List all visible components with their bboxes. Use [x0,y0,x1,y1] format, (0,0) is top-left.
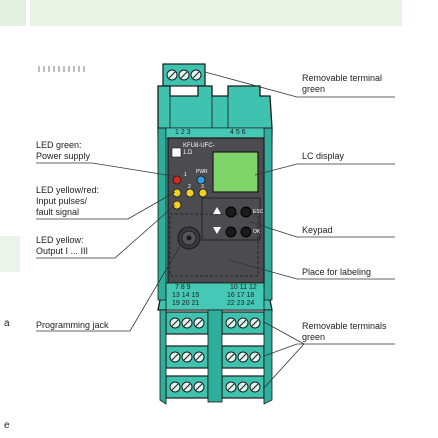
callout-programming-jack: Programming jack [36,320,109,330]
screw-slot [251,353,259,361]
pwr-led [196,175,206,185]
key-down[interactable] [225,226,237,238]
led-number-1: 1 [184,172,187,178]
left-side-block [0,236,20,272]
top-band-right [30,0,402,26]
model-line-1: KFU8-UFC- [183,143,215,149]
led-number-2: 2 [188,184,191,190]
screw-slot [251,383,259,391]
callout-keypad: Keypad [302,225,333,235]
scan-mark [38,66,88,72]
callout-removable-terminal-top: Removable terminal green [302,73,383,94]
key-up[interactable] [225,206,237,218]
callout-led-yellow-red: LED yellow/red: Input pulses/ fault sign… [36,185,100,217]
screw-slot [183,383,191,391]
esc-label: ESC [253,209,264,215]
keypad[interactable] [213,206,252,238]
callout-lc-display: LC display [302,151,345,161]
screw-slot [239,353,247,361]
margin-letter-a: a [4,318,10,329]
callout-led-yellow: LED yellow: Output I ... III [36,235,89,256]
key-esc[interactable] [240,206,252,218]
screw-slot [227,383,235,391]
output-led-3 [172,200,182,210]
key-ok[interactable] [240,226,252,238]
screw-slot [171,353,179,361]
pwr-label: PWR [196,169,208,175]
lcd-screen [212,151,259,193]
screw-slot [171,383,179,391]
output-led-1 [185,188,195,198]
screw-slot [183,353,191,361]
bottom-numbers-right: 10 11 12 16 17 18 22 23 24 [227,284,257,307]
power-led [172,175,182,185]
ok-label: OK [253,229,261,235]
screw-slot [171,319,179,327]
programming-jack[interactable] [177,226,201,250]
screw-slot [227,319,235,327]
screw-slot [239,383,247,391]
screw-slot [227,353,235,361]
output-led-2 [198,188,208,198]
top-terminal-numbers-left: 1 2 3 [175,129,191,136]
screw-slot [195,383,203,391]
top-terminal-block[interactable] [162,63,206,87]
bottom-numbers-left: 7 8 9 13 14 15 19 20 21 [172,284,200,307]
terminal-screws [169,317,261,393]
screw-slot [251,319,259,327]
up-arrow-icon [213,207,221,214]
callout-place-for-labeling: Place for labeling [302,267,372,277]
leader-lines [36,71,395,389]
callout-removable-terminals-bottom: Removable terminals green [302,321,387,342]
model-name: KFU8-UFC- 1.D [183,143,215,157]
margin-letter-e: e [4,420,10,431]
model-line-2: 1.D [183,150,193,156]
screw-slot [195,319,203,327]
input-led [172,188,182,198]
callout-led-green: LED green: Power supply [36,140,91,161]
down-arrow-icon [213,227,221,234]
screw-slot [239,319,247,327]
top-terminal-numbers-right: 4 5 6 [230,129,246,136]
screw-slot [183,319,191,327]
led-number-3: 3 [201,184,204,190]
top-band-left [0,0,26,26]
brand-logo [171,147,182,158]
screw-slot [195,353,203,361]
